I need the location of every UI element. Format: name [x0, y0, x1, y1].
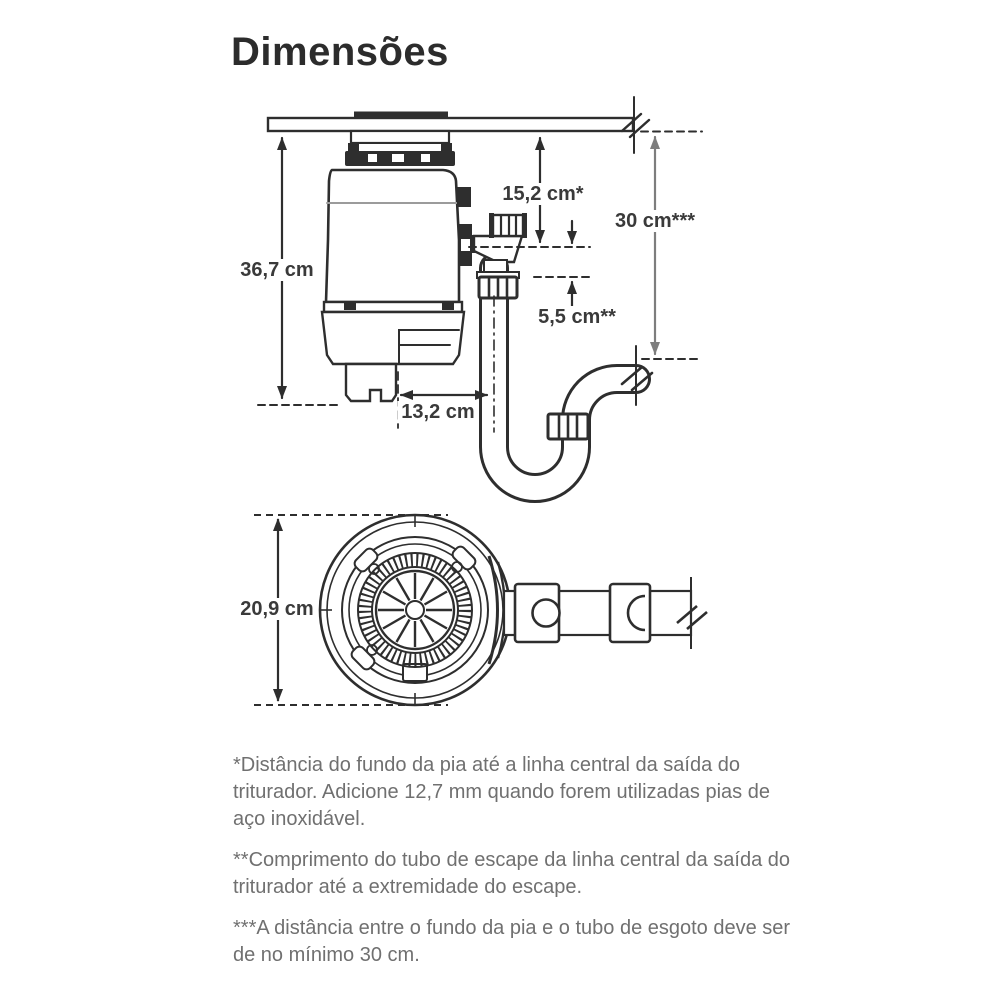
- disposal-body: [320, 168, 466, 403]
- motor-housing: [320, 310, 466, 366]
- discharge-slip-nut: [476, 271, 520, 300]
- dimension-label-min-clearance: 30 cm***: [610, 210, 700, 232]
- wheel-hub: [405, 600, 425, 620]
- footnote-2: **Comprimento do tubo de escape da linha…: [233, 849, 791, 898]
- bottom-foot: [344, 362, 398, 403]
- grind-wheel: [374, 569, 456, 651]
- discharge-outlet: [457, 187, 527, 300]
- dimension-label-unit-width: 13,2 cm: [397, 401, 479, 423]
- dimension-label-unit-height: 36,7 cm: [236, 259, 318, 281]
- side-view-diagram: [257, 96, 703, 503]
- discharge-nut: [489, 213, 527, 238]
- top-view-diagram: [254, 513, 708, 707]
- dimension-label-sink-to-outlet: 15,2 cm*: [498, 183, 588, 205]
- dimension-label-discharge-tube: 5,5 cm**: [534, 306, 620, 328]
- drain-pipe-break: [620, 345, 703, 406]
- wheel-spokes: [378, 573, 452, 647]
- p-trap-pipe: [479, 253, 651, 503]
- coupling-nut-2: [608, 582, 652, 644]
- page-title: Dimensões: [231, 30, 449, 74]
- footnote-1: *Distância do fundo da pia até a linha c…: [233, 754, 770, 830]
- drain-outlet-pipe: [487, 555, 708, 665]
- discharge-elbow: [472, 234, 524, 264]
- dishwasher-inlet-port: [531, 598, 561, 628]
- dishwasher-inlet-nub: [457, 187, 471, 207]
- trap-coupling-nut: [546, 412, 590, 441]
- countertop: [266, 96, 703, 154]
- splash-guard-knurl: [357, 552, 473, 668]
- pipe-break: [676, 577, 708, 649]
- footnote-3: ***A distância entre o fundo da pia e o …: [233, 917, 791, 966]
- dimension-label-unit-diameter: 20,9 cm: [236, 598, 318, 620]
- sink-flange: [354, 111, 448, 119]
- footnotes: *Distância do fundo da pia até a linha c…: [233, 752, 795, 983]
- coupling-nut-1: [513, 582, 561, 644]
- mounting-assembly: [345, 129, 455, 166]
